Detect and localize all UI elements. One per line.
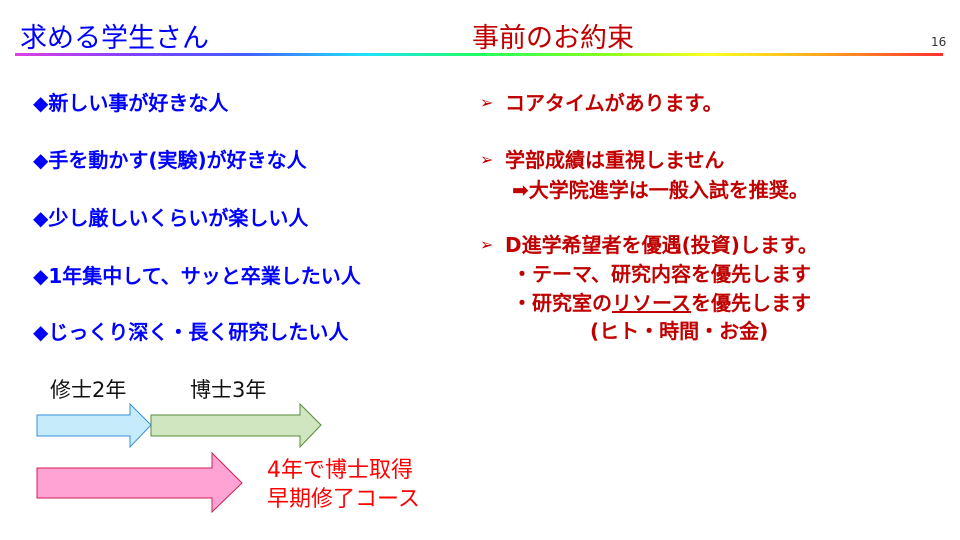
diamond-icon: ◆ — [33, 206, 49, 230]
early-completion-line2: 早期修了コース — [267, 487, 420, 512]
arrowhead-bullet-icon: ➢ — [480, 150, 494, 169]
promise-doctoral-sub2: ・研究室のリソースを優先します — [512, 289, 811, 317]
list-item-text: 新しい事が好きな人 — [48, 91, 229, 115]
master-arrow — [36, 402, 152, 449]
promise-grades-sub: ➡大学院進学は一般入試を推奨。 — [512, 176, 809, 204]
list-item: ◆1年集中して、サッと卒業したい人 — [33, 262, 361, 290]
doctor-arrow — [150, 402, 322, 449]
diamond-icon: ◆ — [33, 320, 49, 344]
list-item: ◆じっくり深く・長く研究したい人 — [33, 318, 348, 346]
list-item-text: 1年集中して、サッと卒業したい人 — [48, 264, 361, 288]
early-completion-line1: 4年で博士取得 — [267, 458, 413, 483]
master-label: 修士2年 — [50, 378, 127, 402]
list-item: ◆少し厳しいくらいが楽しい人 — [33, 204, 308, 232]
list-item-text: じっくり深く・長く研究したい人 — [48, 320, 349, 344]
early-completion-arrow — [36, 451, 243, 514]
arrowhead-bullet-icon: ➢ — [480, 93, 494, 112]
sub-text: を優先します — [691, 291, 811, 315]
rainbow-divider — [15, 53, 943, 56]
promise-grades: 学部成績は重視しません — [505, 148, 725, 172]
diamond-icon: ◆ — [33, 91, 49, 115]
promise-doctoral-sub1: ・テーマ、研究内容を優先します — [512, 262, 811, 286]
underlined-text: リソース — [612, 291, 691, 315]
right-arrow-icon: ➡ — [512, 178, 529, 202]
page-number: 16 — [931, 35, 947, 49]
right-section-title: 事前のお約束 — [472, 23, 634, 54]
promise-doctoral-sub3: (ヒト・時間・お金) — [590, 319, 769, 343]
diamond-icon: ◆ — [33, 264, 49, 288]
list-item: ◆手を動かす(実験)が好きな人 — [33, 146, 307, 174]
doctor-label: 博士3年 — [190, 378, 267, 402]
sub-text: ・研究室の — [512, 291, 612, 315]
list-item: ◆新しい事が好きな人 — [33, 89, 228, 117]
sub-text: 大学院進学は一般入試を推奨。 — [528, 178, 809, 202]
diamond-icon: ◆ — [33, 148, 49, 172]
list-item-text: 少し厳しいくらいが楽しい人 — [48, 206, 309, 230]
arrowhead-bullet-icon: ➢ — [480, 235, 494, 254]
left-section-title: 求める学生さん — [20, 23, 209, 54]
promise-doctoral: D進学希望者を優遇(投資)します。 — [505, 233, 818, 257]
list-item-text: 手を動かす(実験)が好きな人 — [48, 148, 307, 172]
promise-core-time: コアタイムがあります。 — [505, 91, 723, 115]
